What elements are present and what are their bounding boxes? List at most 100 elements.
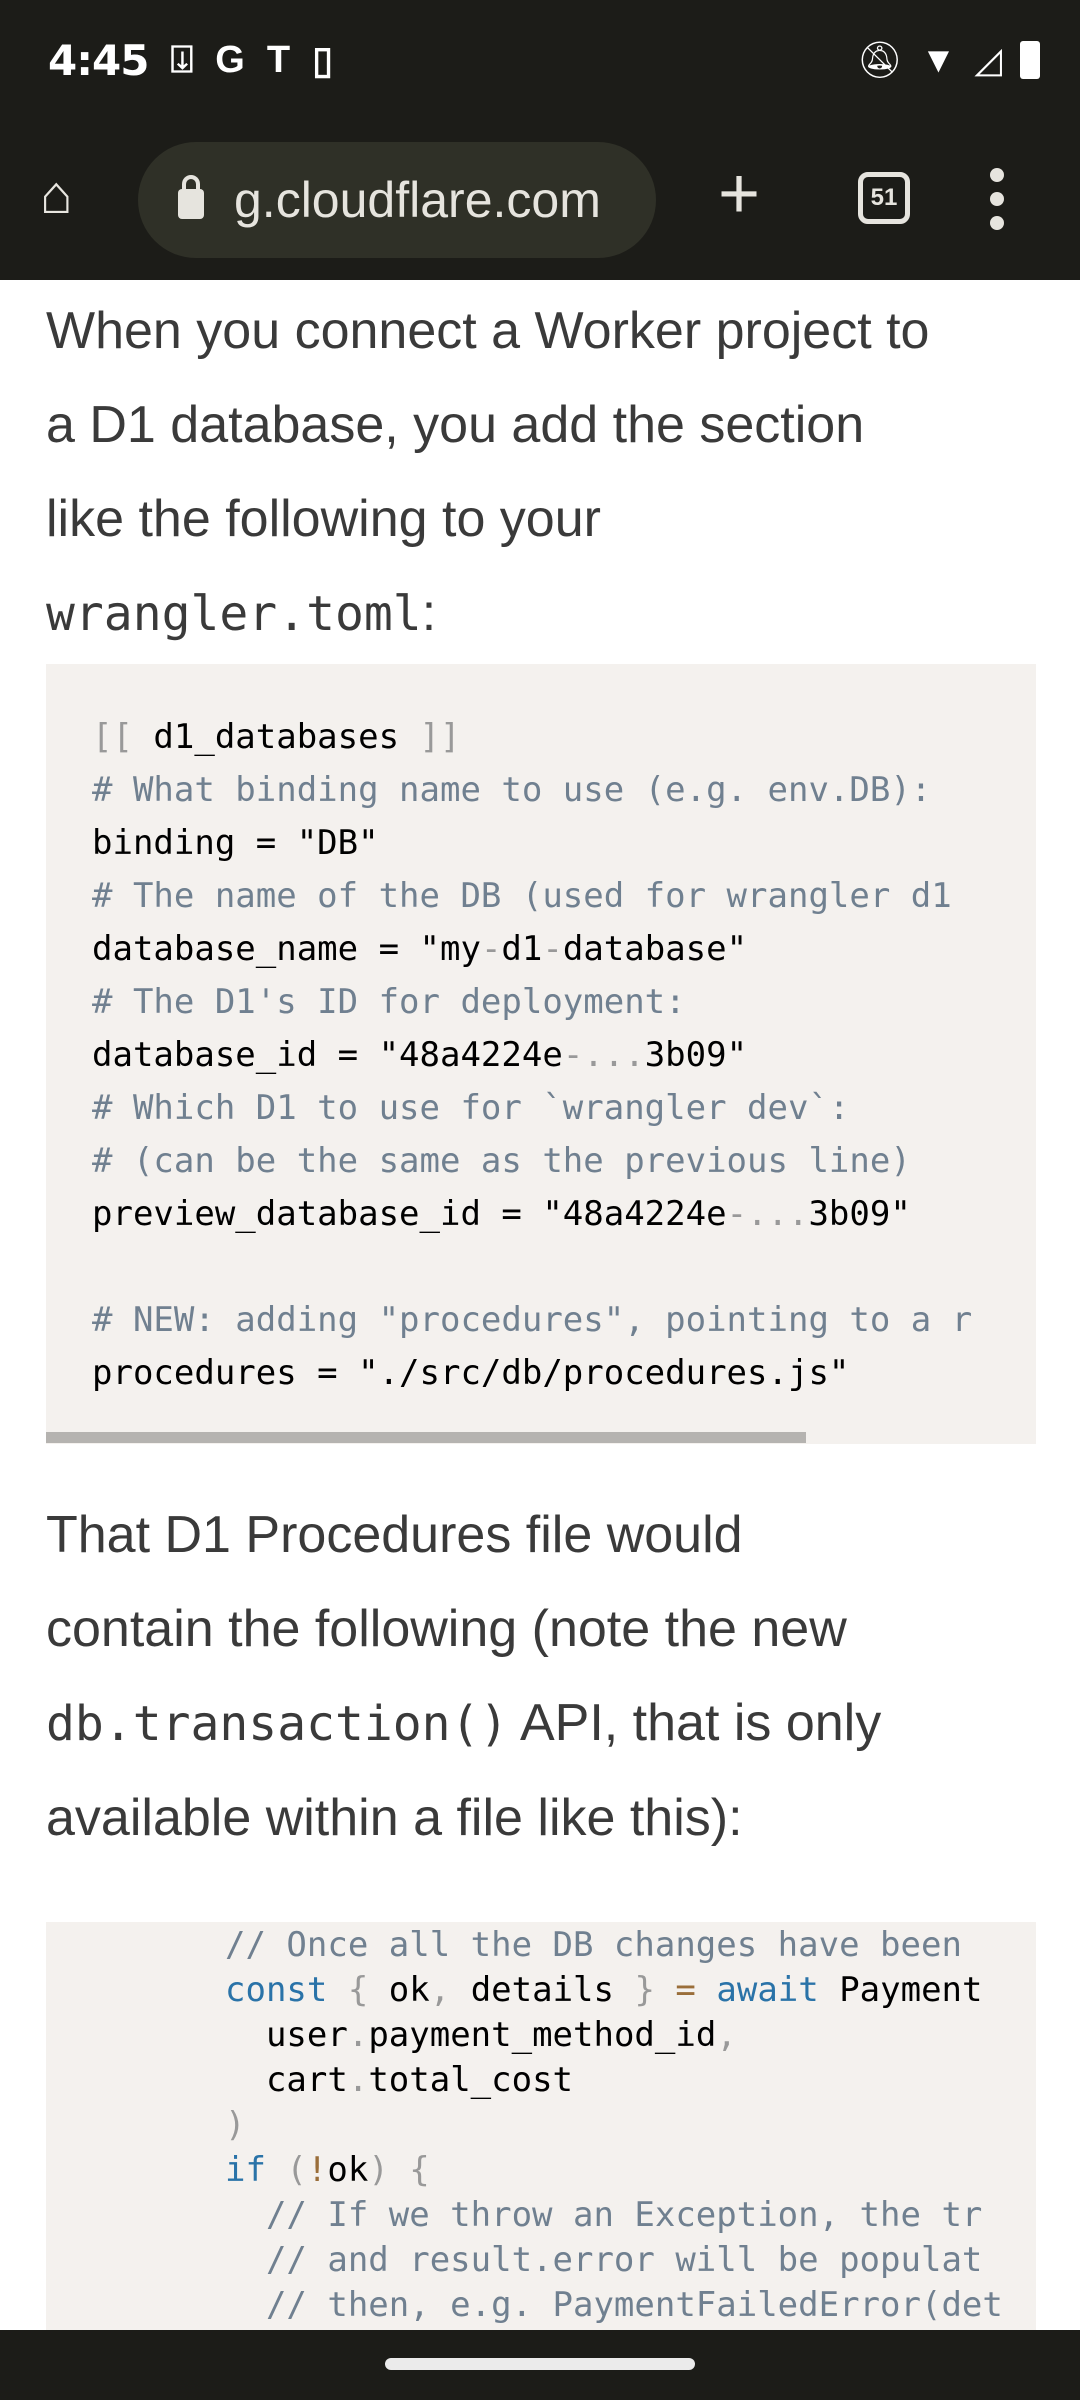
speaker-icon: ▯ — [312, 39, 333, 82]
code-line: database_name = "my-d1-database" — [92, 923, 747, 976]
signal-icon: ◿ — [974, 39, 1002, 80]
status-time: 4:45 — [48, 35, 149, 85]
code-token: user — [225, 2015, 348, 2055]
home-gesture-handle[interactable] — [385, 2358, 695, 2370]
top-chrome: 4:45 ⍗ G T ▯ 🔕︎ ▼ ◿ ⌂ g.cloudflare.com +… — [0, 0, 1080, 280]
navigation-bar — [0, 2330, 1080, 2400]
code-token: ! — [306, 2150, 328, 2190]
code-token: 3b09" — [644, 1035, 748, 1075]
code-token: # The name of the DB (used for wrangler … — [92, 876, 952, 916]
code-token: Payment — [818, 1970, 983, 2010]
code-line: # The name of the DB (used for wrangler … — [92, 870, 952, 923]
code-token: procedures = "./src/db/procedures.js" — [92, 1353, 850, 1393]
code-line: # Which D1 to use for `wrangler dev`: — [92, 1082, 849, 1135]
code-token: -... — [726, 1194, 809, 1234]
google-icon: G — [215, 38, 245, 81]
home-button[interactable]: ⌂ — [40, 165, 73, 225]
code-line: cart.total_cost — [225, 2058, 573, 2103]
code-token: [[ — [92, 717, 154, 757]
code-line: // then, e.g. PaymentFailedError(det — [225, 2283, 1003, 2328]
code-token: ) — [225, 2105, 246, 2145]
code-token: # (can be the same as the previous line) — [92, 1141, 911, 1181]
code-line: preview_database_id = "48a4224e-...3b09" — [92, 1188, 911, 1241]
code-block-toml[interactable]: [[ d1_databases ]] # What binding name to… — [46, 664, 1036, 1444]
code-token: binding = "DB" — [92, 823, 379, 863]
paragraph-1: When you connect a Worker project to a D… — [46, 284, 1046, 661]
browser-toolbar: ⌂ g.cloudflare.com + 51 — [0, 140, 1080, 260]
new-tab-button[interactable]: + — [718, 154, 761, 234]
url-text: g.cloudflare.com — [234, 172, 601, 228]
code-line: # NEW: adding "procedures", pointing to … — [92, 1294, 972, 1347]
code-token: // and result.error will be populat — [225, 2240, 983, 2280]
more-menu-button[interactable] — [985, 168, 1009, 240]
code-token: 3b09" — [808, 1194, 911, 1234]
code-token: database_id = "48a4224e — [92, 1035, 563, 1075]
inline-code: wrangler.toml — [46, 586, 422, 642]
code-token: database" — [562, 929, 748, 969]
code-line: database_id = "48a4224e-...3b09" — [92, 1029, 747, 1082]
code-token: if — [225, 2150, 266, 2190]
code-token: ) { — [368, 2150, 430, 2190]
paragraph-2: That D1 Procedures file would contain th… — [46, 1488, 1046, 1865]
code-token: - — [542, 929, 563, 969]
code-line: # What binding name to use (e.g. env.DB)… — [92, 764, 931, 817]
code-token: ( — [265, 2150, 307, 2190]
code-token: const — [225, 1970, 328, 2010]
tab-switcher-button[interactable]: 51 — [858, 172, 910, 224]
code-token: preview_database_id = "48a4224e — [92, 1194, 727, 1234]
code-token — [696, 1970, 716, 2010]
para1-line: a D1 database, you add the section — [46, 396, 865, 454]
para2-line: available within a file like this): — [46, 1789, 743, 1847]
inline-code: db.transaction() — [46, 1696, 509, 1752]
code-token: cart — [225, 2060, 348, 2100]
code-line: procedures = "./src/db/procedures.js" — [92, 1347, 849, 1400]
code-line: # The D1's ID for deployment: — [92, 976, 686, 1029]
lock-icon — [178, 175, 204, 219]
address-bar[interactable]: g.cloudflare.com — [138, 142, 656, 258]
code-token: } — [613, 1970, 676, 2010]
wifi-icon: ▼ — [920, 39, 957, 80]
para2-text: API, that is only — [508, 1694, 882, 1752]
para1-tail: : — [421, 584, 437, 642]
code-token: details — [470, 1970, 614, 2010]
code-line: const { ok, details } = await Payment — [225, 1968, 983, 2013]
code-token: , — [716, 2015, 737, 2055]
code-line: # (can be the same as the previous line) — [92, 1135, 911, 1188]
code-token: ok — [327, 2150, 369, 2190]
code-token: # The D1's ID for deployment: — [92, 982, 686, 1022]
code-token: database_name = "my — [92, 929, 481, 969]
para2-line: contain the following (note the new — [46, 1600, 847, 1658]
status-bar: 4:45 ⍗ G T ▯ 🔕︎ ▼ ◿ — [48, 30, 1040, 90]
code-line: binding = "DB" — [92, 817, 379, 870]
code-token: ]] — [399, 717, 461, 757]
code-line: // Once all the DB changes have been — [225, 1923, 962, 1968]
code-line: // If we throw an Exception, the tr — [225, 2193, 982, 2238]
code-token: await — [716, 1970, 819, 2010]
code-token: . — [347, 2015, 369, 2055]
code-token: { — [327, 1970, 389, 2010]
code-token: . — [347, 2060, 369, 2100]
tesla-icon: T — [266, 38, 291, 81]
code-line: if (!ok) { — [225, 2148, 430, 2193]
code-token: -... — [562, 1035, 645, 1075]
code-token: ok — [388, 1970, 430, 2010]
code-token: d1_databases — [153, 717, 400, 757]
bell-off-icon: 🔕︎ — [856, 39, 903, 80]
code-token: // Once all the DB changes have been — [225, 1925, 962, 1965]
code-token: = — [675, 1970, 696, 2010]
para1-line: like the following to your — [46, 490, 601, 548]
code-line: ) — [225, 2103, 245, 2148]
code-token: // then, e.g. PaymentFailedError(det — [225, 2285, 1003, 2325]
download-icon: ⍗ — [170, 38, 194, 81]
code-token: , — [429, 1970, 471, 2010]
code-token: d1 — [501, 929, 543, 969]
para1-line: When you connect a Worker project to — [46, 302, 930, 360]
code-token: // If we throw an Exception, the tr — [225, 2195, 983, 2235]
code-token: payment_method_id — [368, 2015, 717, 2055]
horizontal-scrollbar[interactable] — [46, 1432, 806, 1443]
battery-icon — [1020, 41, 1040, 79]
code-line: // and result.error will be populat — [225, 2238, 982, 2283]
code-line: user.payment_method_id, — [225, 2013, 737, 2058]
code-token: # NEW: adding "procedures", pointing to … — [92, 1300, 973, 1340]
